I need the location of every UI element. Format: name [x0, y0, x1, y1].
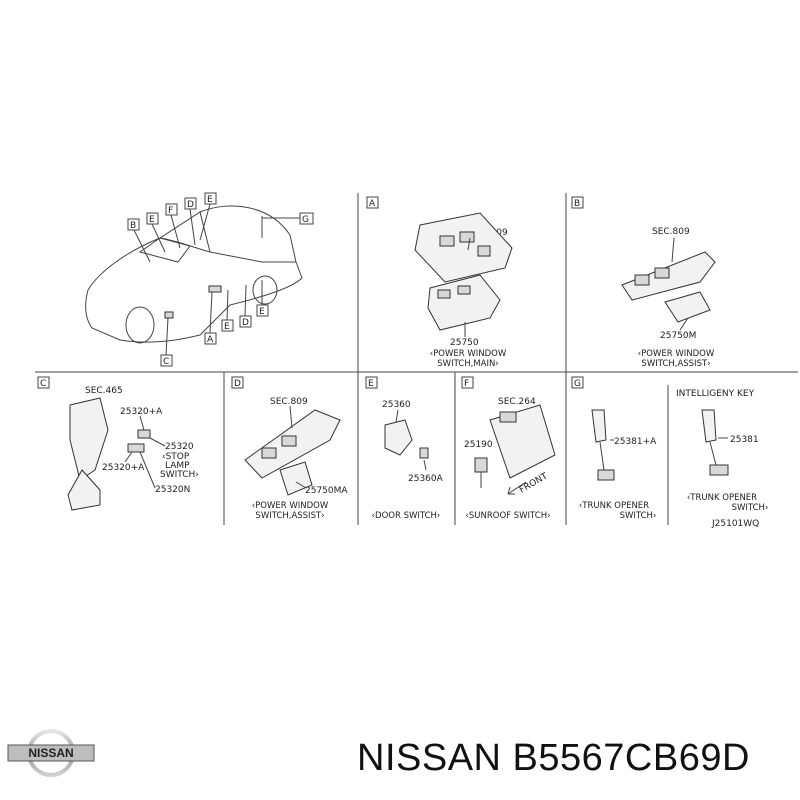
callout-a: A: [207, 335, 214, 345]
trunk-opener-switch-intelligent-key: [701, 409, 717, 443]
logo-text: NISSAN: [28, 746, 73, 760]
panel-c-letter: C: [40, 379, 46, 389]
panel-c-part-1: 25320+A: [120, 407, 163, 417]
panel-c-part-2: 25320: [165, 442, 194, 452]
panel-a-caption-1: ‹POWER WINDOW: [430, 349, 507, 359]
callout-b: B: [130, 221, 136, 231]
panel-c-note-1: ‹STOP: [162, 452, 190, 462]
panel-g-letter: G: [574, 379, 581, 389]
callout-f: F: [168, 206, 173, 216]
panel-d-caption-2: SWITCH,ASSIST›: [255, 511, 324, 521]
panel-b-caption-1: ‹POWER WINDOW: [638, 349, 715, 359]
panel-f: F SEC.264 25190 FRONT ‹SUNROOF SWITCH›: [461, 376, 556, 521]
sunroof-switch-housing: [489, 404, 556, 479]
callout-e3: E: [224, 322, 230, 332]
panel-g-caption-1: ‹TRUNK OPENER: [579, 501, 649, 511]
panel-c-part-3: 25320+A: [102, 463, 145, 473]
panel-f-part: 25190: [464, 440, 493, 450]
panel-a-part: 25750: [450, 338, 479, 348]
panel-c-sec: SEC.465: [85, 386, 123, 396]
callout-d2: D: [242, 318, 249, 328]
panel-g-caption-2: SWITCH›: [620, 511, 657, 521]
panel-d: D SEC.809 25750MA ‹POWER WINDOW SWITCH,A…: [231, 376, 348, 521]
vehicle-overview: B E F D E G A E D E C: [85, 192, 314, 367]
panel-d-sec: SEC.809: [270, 397, 308, 407]
panel-g2-header: INTELLIGENY KEY: [676, 389, 755, 399]
panel-a-letter: A: [369, 199, 376, 209]
power-window-switch-main: [414, 212, 513, 283]
panel-e: E 25360 25360A ‹DOOR SWITCH›: [365, 376, 444, 521]
panel-e-letter: E: [368, 379, 374, 389]
panel-g-part: 25381+A: [614, 437, 657, 447]
overview-callouts: B E F D E G A E D E C: [127, 192, 314, 367]
panel-b-part: 25750M: [660, 331, 696, 341]
panel-b: B SEC.809 25750M ‹POWER WINDOW SWITCH,AS…: [571, 196, 716, 369]
panel-c-note-2: LAMP: [165, 461, 190, 471]
diagram-code: J25101WQ: [711, 519, 759, 529]
door-switch: [384, 419, 413, 456]
panel-c-note-3: SWITCH›: [160, 470, 199, 480]
panel-f-sec: SEC.264: [498, 397, 536, 407]
panel-e-caption: ‹DOOR SWITCH›: [372, 511, 441, 521]
panel-b-sec: SEC.809: [652, 227, 690, 237]
panel-g2-part: 25381: [730, 435, 759, 445]
callout-e2: E: [207, 195, 213, 205]
panel-a-caption-2: SWITCH,MAIN›: [437, 359, 498, 369]
panel-f-front-label: FRONT: [518, 471, 550, 495]
panel-g2-caption-2: SWITCH›: [732, 503, 769, 513]
trunk-opener-switch-g: [591, 409, 607, 443]
panel-b-letter: B: [574, 199, 580, 209]
callout-d: D: [187, 200, 194, 210]
panel-grid: [35, 193, 798, 525]
panel-d-caption-1: ‹POWER WINDOW: [252, 501, 329, 511]
callout-c: C: [163, 357, 169, 367]
panel-e-part-2: 25360A: [408, 474, 444, 484]
panel-f-letter: F: [464, 379, 469, 389]
panel-g2: INTELLIGENY KEY 25381 ‹TRUNK OPENER SWIT…: [676, 389, 768, 529]
nissan-logo: NISSAN: [7, 729, 95, 777]
panel-a: A SEC.809 25750 ‹POWER WINDOW SWITCH,MAI…: [366, 196, 513, 369]
callout-g: G: [302, 215, 309, 225]
panel-d-part: 25750MA: [305, 486, 348, 496]
panel-g: G 25381+A ‹TRUNK OPENER SWITCH›: [571, 376, 657, 521]
panel-e-part-1: 25360: [382, 400, 411, 410]
panel-b-caption-2: SWITCH,ASSIST›: [641, 359, 710, 369]
callout-e: E: [149, 215, 155, 225]
panel-g2-caption-1: ‹TRUNK OPENER: [687, 493, 757, 503]
panel-c: C SEC.465 25320+A 25320 ‹STOP LAMP SWITC…: [37, 376, 199, 511]
panel-d-letter: D: [234, 379, 241, 389]
panel-f-caption: ‹SUNROOF SWITCH›: [466, 511, 551, 521]
part-number: NISSAN B5567CB69D: [357, 737, 750, 779]
brake-pedal-bracket: [69, 397, 109, 481]
parts-diagram: B E F D E G A E D E C A SEC.809: [35, 192, 798, 529]
panel-c-part-4: 25320N: [155, 485, 190, 495]
callout-e4: E: [259, 307, 265, 317]
